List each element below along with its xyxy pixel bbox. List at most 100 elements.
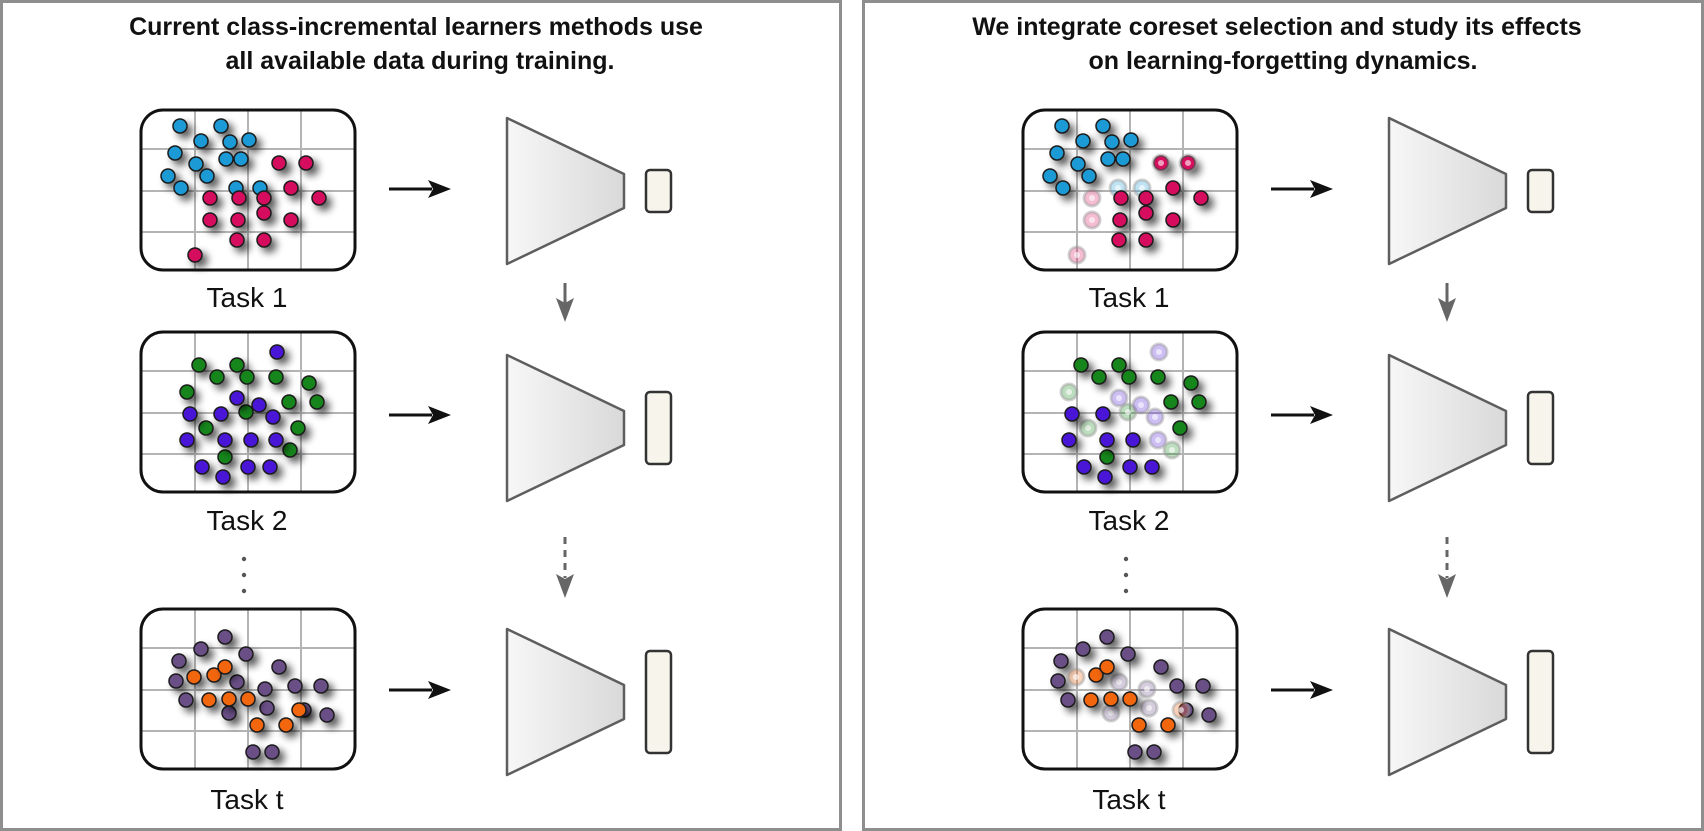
sample-point [1076, 459, 1092, 475]
sample-point [231, 190, 247, 206]
discarded-sample-core [1089, 195, 1095, 201]
sample-point [256, 232, 272, 248]
discarded-sample-core [1074, 252, 1080, 258]
sample-point [1097, 469, 1113, 485]
sample-point [1075, 641, 1091, 657]
discarded-sample-core [1144, 686, 1150, 692]
sample-point [229, 232, 245, 248]
trapezoid-encoder-icon [1387, 627, 1508, 777]
sample-point [167, 145, 183, 161]
sample-point [287, 678, 303, 694]
data-box-border [139, 607, 357, 771]
sample-point [213, 406, 229, 422]
arrow-head [556, 298, 574, 322]
discarded-sample-core [1066, 389, 1072, 395]
sample-point [259, 700, 275, 716]
sample-point [1113, 190, 1129, 206]
sample-point [201, 692, 217, 708]
sample-point [194, 459, 210, 475]
task-label: Task t [1092, 784, 1165, 815]
sample-point [298, 155, 314, 171]
classifier-head-icon [644, 390, 673, 466]
sample-point [1127, 744, 1143, 760]
sample-point [1111, 232, 1127, 248]
sample-point [191, 357, 207, 373]
sample-point [256, 190, 272, 206]
task-data-box [1021, 108, 1239, 272]
sample-point [1083, 692, 1099, 708]
sample-point [213, 118, 229, 134]
arrow-head [1310, 406, 1333, 424]
sample-point [1095, 118, 1111, 134]
sample-point [1099, 432, 1115, 448]
sample-point [221, 691, 237, 707]
sample-point [311, 190, 327, 206]
sample-point [1160, 717, 1176, 733]
discarded-sample-core [1085, 425, 1091, 431]
sample-points [179, 344, 325, 485]
sample-point [238, 404, 254, 420]
sample-point [257, 681, 273, 697]
sample-point [1183, 375, 1199, 391]
sample-point [1099, 659, 1115, 675]
trapezoid-encoder-icon [505, 627, 626, 777]
sample-point [1061, 432, 1077, 448]
discarded-sample-core [1155, 437, 1161, 443]
task-data-box [1021, 607, 1239, 771]
sample-point [168, 673, 184, 689]
sample-point [1103, 691, 1119, 707]
sample-point [251, 397, 267, 413]
task-data-box [139, 108, 357, 272]
ellipsis-dot [241, 556, 247, 562]
down-arrow-icon [556, 283, 574, 322]
panel-title-line-2: all available data during training. [226, 47, 615, 75]
sample-point [290, 420, 306, 436]
classifier-head-icon [644, 649, 673, 755]
sample-point [160, 168, 176, 184]
sample-points [1042, 118, 1209, 265]
task-label: Task t [210, 784, 283, 815]
down-arrow-icon [1438, 283, 1456, 322]
discarded-sample-core [1139, 185, 1145, 191]
sample-points [168, 629, 335, 760]
sample-point [229, 390, 245, 406]
sample-point [173, 180, 189, 196]
sample-point [230, 212, 246, 228]
sample-point [215, 469, 231, 485]
sample-point [1120, 646, 1136, 662]
sample-point [1172, 420, 1188, 436]
discarded-sample-core [1108, 710, 1114, 716]
sample-point [256, 205, 272, 221]
sample-point [1042, 168, 1058, 184]
sample-point [1053, 653, 1069, 669]
arrow-head [1438, 574, 1456, 598]
sample-point [187, 247, 203, 263]
sample-point [1095, 406, 1111, 422]
vertical-ellipsis [1123, 556, 1129, 594]
sample-point [1146, 744, 1162, 760]
sample-point [1138, 205, 1154, 221]
discarded-sample-core [1116, 395, 1122, 401]
sample-point [1125, 432, 1141, 448]
task-data-box [139, 607, 357, 771]
discarded-sample-core [1089, 217, 1095, 223]
sample-point [282, 442, 298, 458]
discarded-sample-core [1185, 160, 1191, 166]
dashed-down-arrow-icon [1438, 537, 1456, 598]
sample-point [271, 659, 287, 675]
sample-point [1150, 369, 1166, 385]
data-box-border [1021, 108, 1239, 272]
arrow-head [1438, 298, 1456, 322]
task-data-box [1021, 330, 1239, 494]
sample-point [1091, 369, 1107, 385]
sample-point [1115, 151, 1131, 167]
arrow-head [556, 574, 574, 598]
sample-point [229, 674, 245, 690]
discarded-sample-core [1178, 707, 1184, 713]
task-label: Task 2 [207, 505, 288, 536]
sample-point [1112, 212, 1128, 228]
sample-point [193, 641, 209, 657]
sample-point [1121, 369, 1137, 385]
panel-full-data: Current class-incremental learners metho… [0, 0, 842, 831]
right-arrow-icon [1271, 681, 1333, 699]
